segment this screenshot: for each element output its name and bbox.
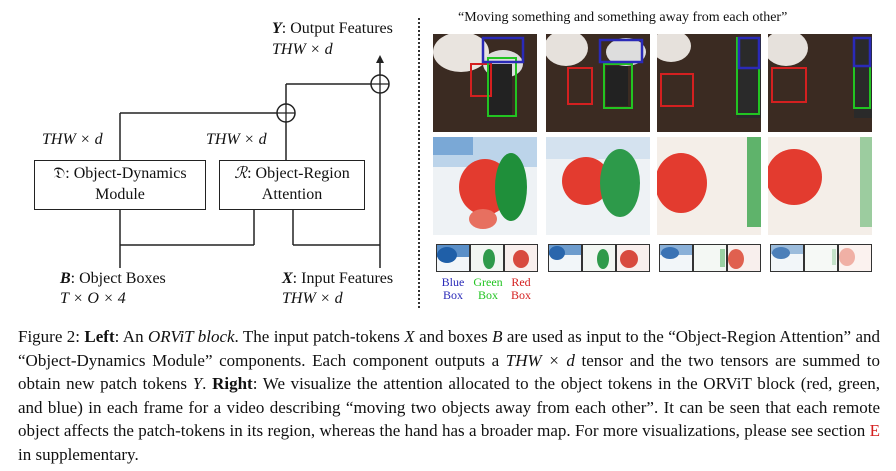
mini-green-3-shapes [694, 245, 726, 271]
dynamics-shape: THW × d [42, 131, 103, 148]
mini-green-1-shapes [471, 245, 503, 271]
output-features-label: Y: Output Features [272, 20, 393, 38]
attention-map-4 [768, 137, 872, 235]
object-region-attention-box: ℛ: Object-Region Attention [219, 160, 365, 210]
attention-map-1 [433, 137, 537, 235]
mini-blue-1 [436, 244, 470, 272]
caption-t8: in supplementary. [18, 444, 139, 464]
boxes-label-text: : Object Boxes [70, 270, 166, 287]
legend-blue-box: Blue Box [436, 276, 470, 302]
mini-red-4-shapes [839, 245, 871, 271]
legend-blue-line2: Box [442, 288, 463, 302]
attention-map-3 [657, 137, 761, 235]
caption-t7: : We visualize the attention allocated t… [18, 374, 880, 440]
panel-divider [418, 18, 420, 308]
attention-map-2-shapes [546, 137, 650, 235]
mini-blue-3 [659, 244, 693, 272]
frame-2-scene [546, 34, 650, 132]
region-shape: THW × d [206, 131, 267, 148]
mini-red-2 [616, 244, 650, 272]
attention-map-2 [546, 137, 650, 235]
attention-map-4-shapes [768, 137, 872, 235]
mini-green-3 [693, 244, 727, 272]
attention-map-1-shapes [433, 137, 537, 235]
figure-caption: Figure 2: Left: An ORViT block. The inpu… [18, 325, 880, 466]
legend-green-box: Green Box [468, 276, 508, 302]
mini-red-2-shapes [617, 245, 649, 271]
video-frame-2 [546, 34, 650, 132]
mini-blue-4-shapes [771, 245, 803, 271]
input-symbol: X [282, 270, 293, 287]
video-frame-3 [657, 34, 761, 132]
mini-red-4 [838, 244, 872, 272]
caption-t3: and boxes [414, 327, 493, 346]
caption-y: Y [192, 374, 203, 393]
dynamics-symbol: 𝔇 [53, 165, 66, 182]
legend-red-box: Red Box [504, 276, 538, 302]
legend-green-line1: Green [473, 275, 503, 289]
mini-blue-2 [548, 244, 582, 272]
output-label-text2: : Output Features [281, 20, 393, 37]
object-boxes-label: B: Object Boxes [60, 270, 166, 288]
region-line2: Attention [261, 186, 323, 203]
boxes-symbol: B [60, 270, 71, 287]
legend-green-line2: Box [477, 288, 498, 302]
input-features-label: X: Input Features [282, 270, 393, 288]
output-symbol: Y [272, 20, 282, 37]
caption-x: X [404, 327, 415, 346]
caption-b: B [492, 327, 503, 346]
caption-section-link[interactable]: E [869, 421, 880, 440]
mini-blue-3-shapes [660, 245, 692, 271]
legend-red-line2: Box [510, 288, 531, 302]
caption-t6: . [202, 374, 213, 393]
frame-3-scene [657, 34, 761, 132]
caption-prefix: Figure 2: [18, 327, 85, 346]
mini-green-4 [804, 244, 838, 272]
video-frame-1 [433, 34, 537, 132]
video-frame-4 [768, 34, 872, 132]
caption-t2: . The input patch-tokens [234, 327, 405, 346]
mini-green-2 [582, 244, 616, 272]
caption-t4: are used as input to the “Object-Region … [18, 327, 881, 370]
mini-red-1-shapes [505, 245, 537, 271]
region-symbol: ℛ [234, 165, 248, 182]
legend-red-line1: Red [511, 275, 531, 289]
caption-left: Left [84, 327, 115, 346]
mini-blue-1-shapes [437, 245, 469, 271]
mini-green-1 [470, 244, 504, 272]
mini-blue-2-shapes [549, 245, 581, 271]
object-dynamics-module-box: 𝔇: Object-Dynamics Module [34, 160, 206, 210]
mini-green-2-shapes [583, 245, 615, 271]
caption-t1: : An [114, 327, 148, 346]
mini-blue-4 [770, 244, 804, 272]
dynamics-line2: Module [95, 186, 145, 203]
caption-right: Right [212, 374, 253, 393]
region-line1: : Object-Region [247, 165, 350, 182]
mini-red-1 [504, 244, 538, 272]
mini-red-3-shapes [728, 245, 760, 271]
caption-t5: tensor and the two tensors are summed to… [18, 350, 881, 394]
attention-map-3-shapes [657, 137, 761, 235]
frame-1-scene [433, 34, 537, 132]
mini-green-4-shapes [805, 245, 837, 271]
frame-4-scene [768, 34, 872, 132]
dynamics-line1: : Object-Dynamics [65, 165, 187, 182]
caption-shape: THW × d [505, 350, 575, 370]
mini-red-3 [727, 244, 761, 272]
boxes-shape: T × O × 4 [60, 290, 126, 307]
output-shape: THW × d [272, 41, 333, 58]
legend-blue-line1: Blue [441, 275, 465, 289]
input-shape: THW × d [282, 290, 343, 307]
video-title: “Moving something and something away fro… [458, 10, 788, 25]
input-label-text: : Input Features [292, 270, 394, 287]
caption-block: ORViT block [147, 327, 235, 346]
